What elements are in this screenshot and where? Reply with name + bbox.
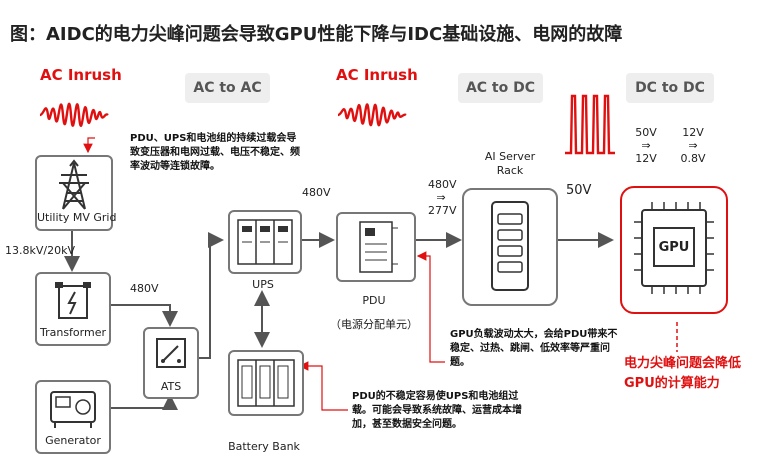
pdu-label: PDU bbox=[362, 294, 386, 307]
voltage-480-277: 480V ⇒ 277V bbox=[428, 178, 457, 217]
battery-icon bbox=[237, 359, 295, 407]
gpu-load-note: GPU负载波动太大，会给PDU带来不稳定、过热、跳闸、低效率等严重问题。 bbox=[450, 329, 618, 368]
pdu-instability-note: PDU的不稳定容易使UPS和电池组过载。可能会导致系统故障、运营成本增加，甚至数… bbox=[352, 391, 522, 430]
ats-label: ATS bbox=[160, 380, 182, 393]
header-dc-to-dc: DC to DC bbox=[626, 73, 714, 103]
inrush-wave-mid bbox=[337, 103, 407, 127]
generator-node: Generator bbox=[35, 380, 111, 454]
mv-voltage-label: 13.8kV/20kV bbox=[5, 244, 75, 257]
transformer-node: Transformer bbox=[35, 272, 111, 346]
voltage-480-a: 480V bbox=[130, 282, 159, 295]
switch-icon bbox=[156, 338, 186, 368]
voltage-50: 50V bbox=[566, 183, 592, 198]
generator-label: Generator bbox=[45, 434, 101, 447]
gpu-effect-note: 电力尖峰问题会降低GPU的计算能力 bbox=[624, 356, 742, 391]
server-rack-icon bbox=[491, 201, 529, 291]
voltage-12-08: 12V ⇒ 0.8V bbox=[680, 126, 706, 165]
ac-inrush-label-mid: AC Inrush bbox=[336, 66, 418, 84]
rack-label: AI Server Rack bbox=[484, 150, 536, 177]
gpu-chip-icon bbox=[634, 202, 714, 294]
grid-overload-note: PDU、UPS和电池组的持续过载会导致变压器和电网过载、电压不稳定、频率波动等连… bbox=[130, 133, 300, 172]
ac-inrush-label-left: AC Inrush bbox=[40, 66, 122, 84]
transformer-label: Transformer bbox=[39, 326, 106, 339]
pdu-chinese-label: （电源分配单元） bbox=[330, 318, 418, 331]
gpu-node: GPU bbox=[620, 186, 728, 314]
header-ac-to-ac: AC to AC bbox=[185, 73, 270, 103]
voltage-50-12: 50V ⇒ 12V bbox=[635, 126, 657, 165]
ups-cabinet-icon bbox=[237, 219, 293, 265]
pulse-wave bbox=[565, 94, 615, 155]
ups-node bbox=[228, 210, 302, 274]
battery-bank-node bbox=[228, 350, 304, 416]
utility-grid-label: Utility MV Grid bbox=[37, 211, 117, 224]
inrush-wave-left bbox=[39, 102, 109, 127]
header-ac-to-dc: AC to DC bbox=[458, 73, 543, 103]
ups-label: UPS bbox=[252, 278, 274, 291]
rack-node bbox=[462, 188, 558, 306]
generator-icon bbox=[50, 391, 96, 428]
pdu-cabinet-icon bbox=[359, 221, 398, 273]
battery-bank-label: Battery Bank bbox=[228, 440, 300, 453]
gpu-label: GPU bbox=[658, 240, 690, 255]
ats-node: ATS bbox=[143, 327, 199, 399]
voltage-480-b: 480V bbox=[302, 186, 331, 199]
pdu-node bbox=[336, 212, 416, 282]
tower-icon bbox=[59, 159, 89, 210]
utility-grid-node: Utility MV Grid bbox=[35, 155, 117, 231]
page-title: 图：AIDC的电力尖峰问题会导致GPU性能下降与IDC基础设施、电网的故障 bbox=[10, 24, 623, 45]
transformer-icon bbox=[55, 282, 91, 319]
